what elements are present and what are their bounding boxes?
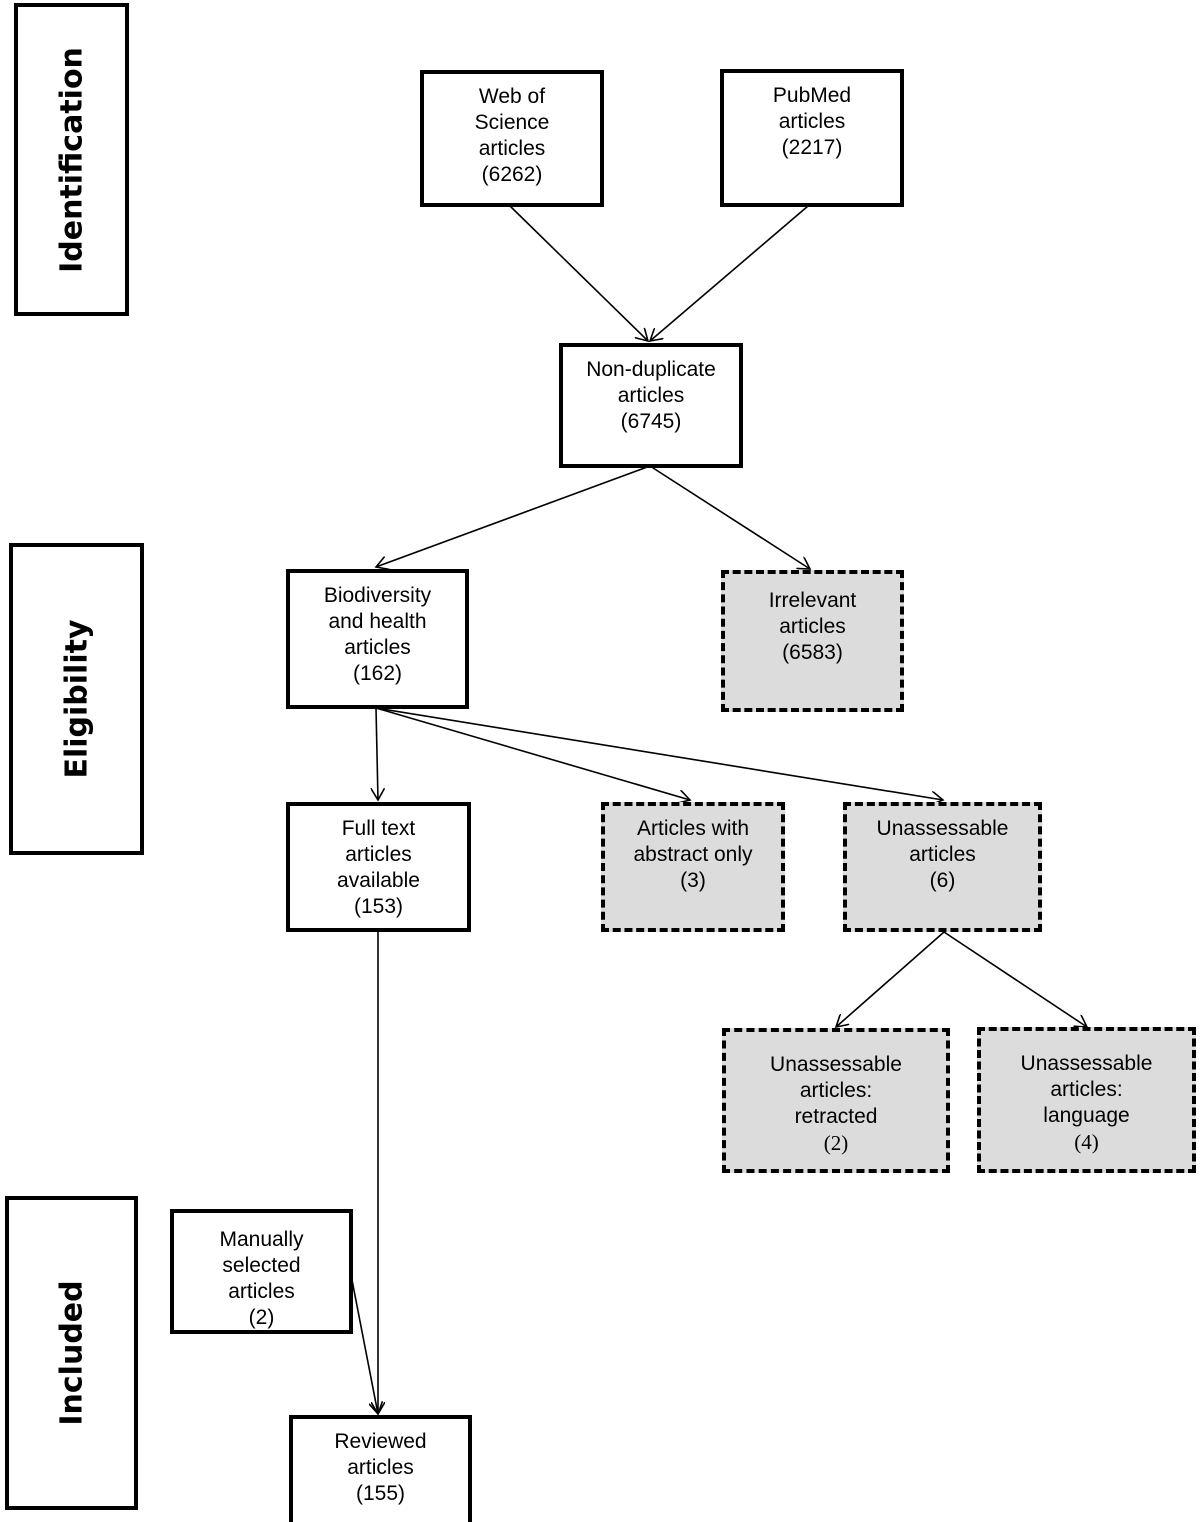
stage-included: Included — [5, 1196, 138, 1510]
arrow-nondup-to-irrelevant — [649, 465, 810, 569]
unassessable-language-box: Unassessable articles: language (4) — [977, 1027, 1196, 1173]
arrow-biodiversity-to-unassessable — [375, 707, 943, 800]
non-duplicate-box: Non-duplicate articles (6745) — [559, 343, 743, 468]
arrow-biodiversity-to-abstract — [375, 707, 690, 800]
biodiversity-health-box: Biodiversity and health articles (162) — [286, 569, 469, 709]
web-of-science-box: Web of Science articles (6262) — [420, 70, 604, 207]
unassessable-retracted-box: Unassessable articles: retracted (2) — [722, 1028, 950, 1173]
arrow-nondup-to-biodiversity — [376, 465, 651, 567]
pubmed-box: PubMed articles (2217) — [720, 69, 904, 207]
stage-identification: Identification — [14, 3, 129, 316]
reviewed-box: Reviewed articles (155) — [289, 1415, 472, 1522]
stage-identification-label: Identification — [54, 46, 89, 273]
irrelevant-box: Irrelevant articles (6583) — [721, 570, 904, 712]
arrow-unassessable-to-retracted — [836, 931, 945, 1027]
stage-eligibility: Eligibility — [9, 543, 144, 855]
arrow-manual-to-reviewed — [351, 1279, 378, 1414]
full-text-box: Full text articles available (153) — [286, 802, 471, 932]
arrow-wos-to-nondup — [509, 205, 648, 341]
arrow-unassessable-to-language — [943, 931, 1087, 1027]
arrow-biodiversity-to-fulltext — [376, 707, 378, 800]
stage-included-label: Included — [54, 1280, 89, 1426]
abstract-only-box: Articles with abstract only (3) — [601, 802, 785, 932]
stage-eligibility-label: Eligibility — [59, 619, 94, 779]
arrow-pubmed-to-nondup — [650, 205, 809, 341]
unassessable-box: Unassessable articles (6) — [843, 802, 1042, 932]
manually-selected-box: Manually selected articles (2) — [170, 1209, 353, 1334]
